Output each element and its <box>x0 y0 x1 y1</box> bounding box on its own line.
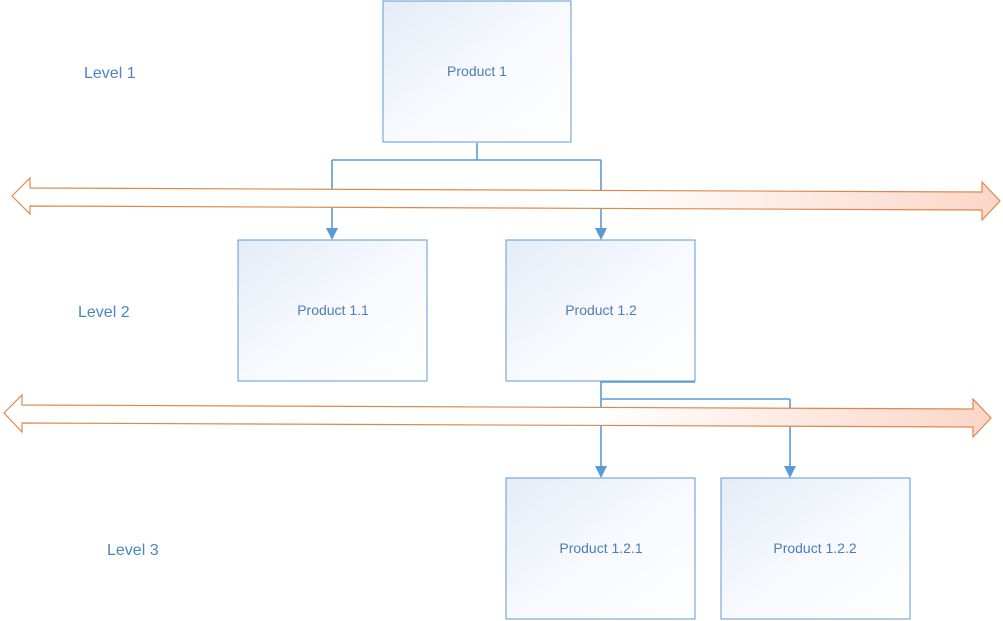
level-2-label: Level 2 <box>78 304 130 321</box>
node-product-1-2-2[interactable]: Product 1.2.2 <box>720 477 911 620</box>
arrow-head-icon <box>595 466 607 478</box>
arrow-head-icon <box>595 228 607 240</box>
node-product-1-1-label: Product 1.1 <box>297 302 369 318</box>
node-product-1-2[interactable]: Product 1.2 <box>505 239 696 382</box>
node-product-1-2-1-label: Product 1.2.1 <box>559 540 642 556</box>
arrow-head-icon <box>326 228 338 240</box>
level-1-label: Level 1 <box>84 65 136 82</box>
arrow-head-icon <box>784 466 796 478</box>
node-product-1-2-label: Product 1.2 <box>565 302 637 318</box>
level-3-label: Level 3 <box>107 542 159 559</box>
level-1-2-separator-arrow <box>11 176 1001 222</box>
level-2-3-separator-arrow <box>3 393 992 439</box>
node-product-1-label: Product 1 <box>447 63 507 79</box>
node-product-1-1[interactable]: Product 1.1 <box>237 239 428 382</box>
node-product-1-2-1[interactable]: Product 1.2.1 <box>505 477 696 620</box>
connector-product-1-2 <box>595 381 796 478</box>
node-product-1[interactable]: Product 1 <box>382 0 572 143</box>
node-product-1-2-2-label: Product 1.2.2 <box>773 540 856 556</box>
